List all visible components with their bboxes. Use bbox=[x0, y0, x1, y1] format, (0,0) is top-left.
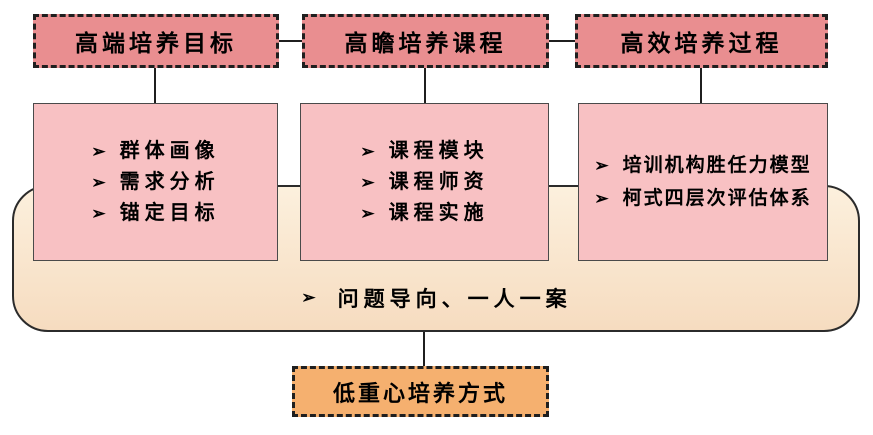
list-item-label: 柯式四层次评估体系 bbox=[622, 188, 812, 209]
foundation-caption: ➢ 问题导向、一人一案 bbox=[0, 283, 873, 313]
arrow-bullet-icon: ➢ bbox=[91, 141, 106, 161]
list-item: ➢ 需求分析 bbox=[91, 167, 219, 198]
list-item-label: 课程实施 bbox=[388, 201, 489, 224]
top-box-training-process: 高效培养过程 bbox=[575, 14, 828, 68]
list-item-label: 群体画像 bbox=[119, 139, 220, 162]
list-item-label: 课程师资 bbox=[388, 170, 489, 193]
list-item-label: 锚定目标 bbox=[119, 201, 220, 224]
top-box-training-process-label: 高效培养过程 bbox=[620, 31, 783, 56]
detail-box-goal: ➢ 群体画像 ➢ 需求分析 ➢ 锚定目标 bbox=[33, 103, 278, 261]
bottom-box-training-mode: 低重心培养方式 bbox=[292, 366, 549, 417]
arrow-bullet-icon: ➢ bbox=[91, 172, 106, 192]
list-item: ➢ 培训机构胜任力模型 bbox=[594, 149, 811, 182]
list-item-label: 培训机构胜任力模型 bbox=[622, 155, 812, 176]
list-item-label: 需求分析 bbox=[119, 170, 220, 193]
arrow-bullet-icon: ➢ bbox=[301, 288, 316, 307]
bottom-box-training-mode-label: 低重心培养方式 bbox=[332, 380, 508, 406]
list-item: ➢ 课程实施 bbox=[360, 198, 488, 229]
list-item: ➢ 课程师资 bbox=[360, 167, 488, 198]
connector-line-process-down bbox=[700, 68, 702, 103]
connector-line-goal-down bbox=[154, 68, 156, 103]
list-item: ➢ 群体画像 bbox=[91, 136, 219, 167]
top-box-training-goal-label: 高端培养目标 bbox=[75, 31, 237, 56]
top-box-training-goal: 高端培养目标 bbox=[33, 14, 279, 68]
arrow-bullet-icon: ➢ bbox=[360, 203, 375, 223]
connector-line-curriculum-down bbox=[424, 68, 426, 103]
arrow-bullet-icon: ➢ bbox=[360, 141, 375, 161]
detail-box-process: ➢ 培训机构胜任力模型 ➢ 柯式四层次评估体系 bbox=[578, 103, 828, 261]
connector-line-top-2-3 bbox=[549, 40, 575, 42]
detail-box-curriculum: ➢ 课程模块 ➢ 课程师资 ➢ 课程实施 bbox=[300, 103, 549, 261]
top-box-training-curriculum-label: 高瞻培养课程 bbox=[344, 31, 507, 56]
arrow-bullet-icon: ➢ bbox=[594, 189, 609, 208]
connector-line-foundation-to-bottom bbox=[423, 332, 425, 366]
list-item-label: 课程模块 bbox=[388, 139, 489, 162]
list-item: ➢ 柯式四层次评估体系 bbox=[594, 182, 811, 215]
foundation-caption-label: 问题导向、一人一案 bbox=[337, 287, 572, 311]
arrow-bullet-icon: ➢ bbox=[594, 156, 609, 175]
list-item: ➢ 锚定目标 bbox=[91, 198, 219, 229]
top-box-training-curriculum: 高瞻培养课程 bbox=[302, 14, 549, 68]
process-list: ➢ 培训机构胜任力模型 ➢ 柯式四层次评估体系 bbox=[594, 149, 811, 215]
list-item: ➢ 课程模块 bbox=[360, 136, 488, 167]
goal-list: ➢ 群体画像 ➢ 需求分析 ➢ 锚定目标 bbox=[91, 136, 219, 229]
curriculum-list: ➢ 课程模块 ➢ 课程师资 ➢ 课程实施 bbox=[360, 136, 488, 229]
arrow-bullet-icon: ➢ bbox=[360, 172, 375, 192]
arrow-bullet-icon: ➢ bbox=[91, 203, 106, 223]
connector-line-top-1-2 bbox=[279, 40, 302, 42]
